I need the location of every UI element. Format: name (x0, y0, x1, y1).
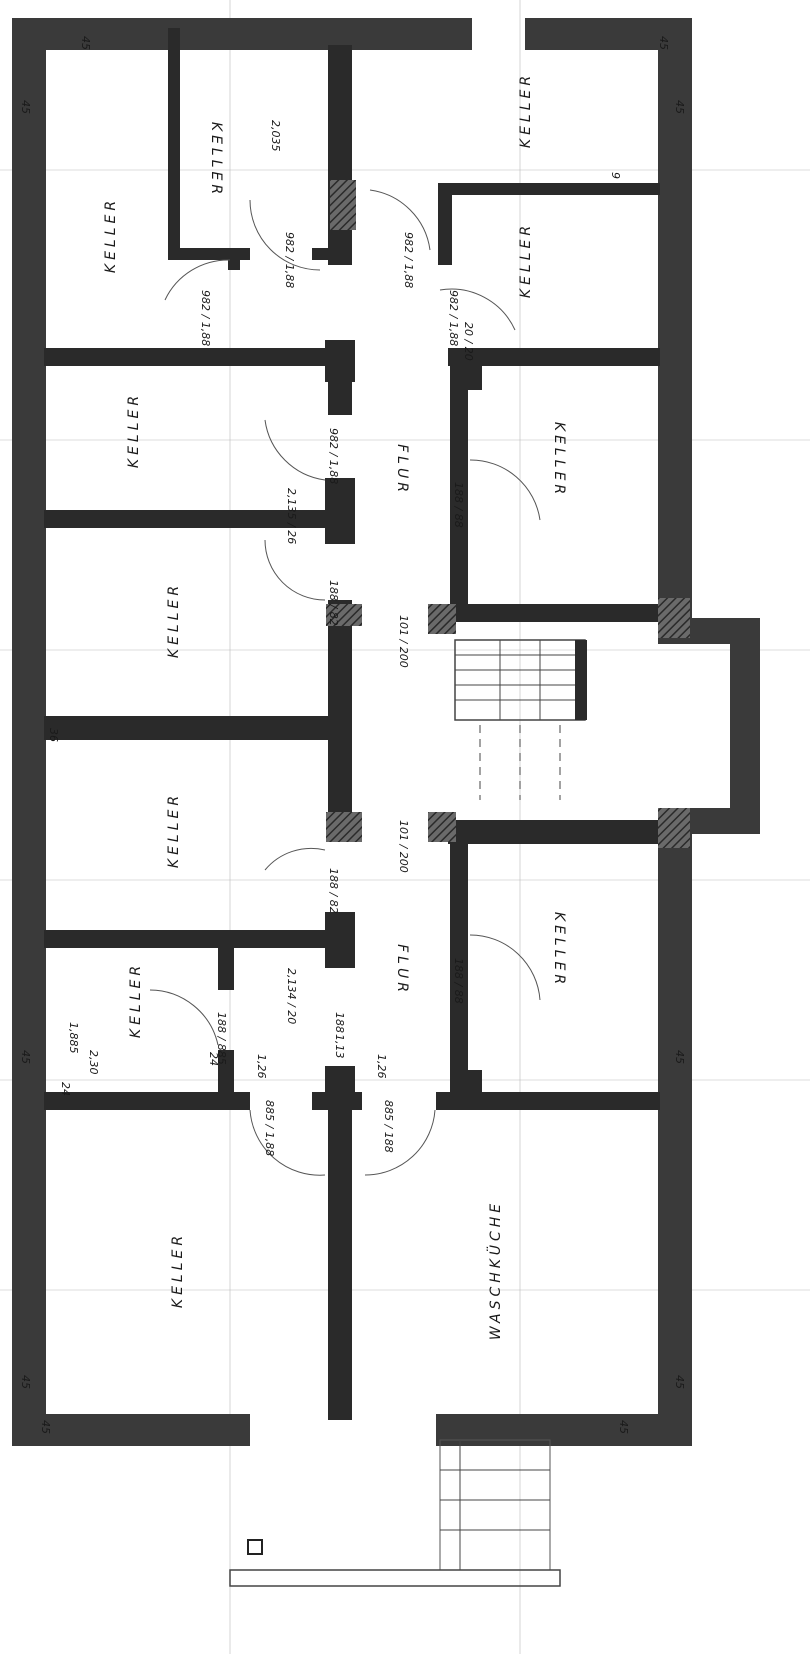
dim-45-bottom-right: 45 (673, 1375, 686, 1389)
dim-45-top-right-side: 45 (673, 100, 686, 114)
dim-101-200-b: 101 / 200 (397, 820, 410, 873)
room-keller-right-3: KELLER (551, 422, 567, 498)
dim-45-bottom-right-end: 45 (617, 1420, 630, 1434)
dim-885-188-b: 885 / 188 (382, 1100, 395, 1153)
dim-982-188-d: 982 / 1,88 (447, 290, 460, 346)
dim-188-c: 188 / 885 (215, 1012, 228, 1065)
room-waschkueche: WASCHKÜCHE (486, 1200, 504, 1340)
room-flur-lower: FLUR (394, 944, 410, 996)
dim-188-d: 188 (333, 1012, 346, 1033)
room-keller-top-right: KELLER (518, 72, 534, 148)
dim-982-188-b: 982 / 1,88 (402, 232, 415, 288)
dim-45-top-right: 45 (657, 36, 670, 50)
room-keller-left-2: KELLER (126, 392, 142, 468)
dim-45-mid-left: 45 (19, 1050, 32, 1064)
dim-188-82-a: 188 / 82 (327, 580, 340, 626)
dim-982-188-a: 982 / 1,88 (283, 232, 296, 288)
room-labels: KELLER KELLER KELLER KELLER KELLER KELLE… (103, 72, 567, 1340)
wall-hatching (326, 180, 690, 848)
dim-2135-26: 2,135 / 26 (285, 488, 298, 544)
dim-24-b: 24 (207, 1052, 220, 1066)
dim-24-a: 24 (59, 1082, 72, 1096)
outer-walls (12, 18, 760, 1446)
room-keller-right-2: KELLER (518, 222, 534, 298)
dim-230: 2,30 (87, 1050, 100, 1075)
door-swings (149, 189, 541, 1176)
dim-113: 1,13 (333, 1034, 346, 1059)
dim-188-b: 188 / 88 (452, 958, 465, 1004)
dim-188-a: 188 / 88 (452, 482, 465, 528)
dim-126-b: 1,26 (375, 1054, 388, 1079)
dim-45-top-left: 45 (79, 36, 92, 50)
entrance-steps (229, 1439, 561, 1587)
room-keller-left-3: KELLER (166, 582, 182, 658)
dim-101-200-a: 101 / 200 (397, 615, 410, 668)
dim-9: 9 (609, 172, 622, 179)
room-keller-bottom-left: KELLER (170, 1232, 186, 1308)
room-keller-top-left: KELLER (103, 197, 119, 273)
staircase (454, 639, 587, 800)
dim-982-188-e: 982 / 1,88 (327, 428, 340, 484)
dim-885-188-a: 885 / 1,88 (263, 1100, 276, 1156)
room-keller-right-4: KELLER (551, 912, 567, 988)
dim-45-bottom-left-end: 45 (39, 1420, 52, 1434)
room-keller-top-small: KELLER (208, 122, 224, 198)
dim-45-top-left-side: 45 (19, 100, 32, 114)
dimension-labels: 45 45 45 45 2,035 982 / 1,88 982 / 1,88 … (19, 36, 686, 1434)
dim-1885: 1,885 (67, 1022, 80, 1054)
dim-982-188-c: 982 / 1,88 (199, 290, 212, 346)
dim-45-mid-right: 45 (673, 1050, 686, 1064)
dim-20-20: 20 / 20 (462, 322, 475, 361)
inner-walls (44, 28, 660, 1420)
dim-36: 36 (47, 728, 60, 742)
dim-2035: 2,035 (269, 120, 282, 152)
dim-188-82-b: 188 / 82 (327, 868, 340, 914)
dim-45-bottom-left: 45 (19, 1375, 32, 1389)
room-flur-upper: FLUR (394, 444, 410, 496)
dim-126-a: 1,26 (255, 1054, 268, 1079)
room-keller-left-4: KELLER (166, 792, 182, 868)
room-keller-small-bottom: KELLER (128, 962, 144, 1038)
dim-2134-20: 2,134 / 20 (285, 968, 298, 1024)
